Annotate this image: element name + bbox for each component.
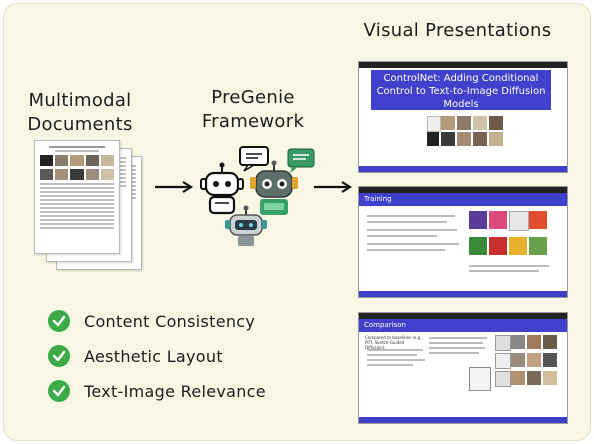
robot-gray [225, 205, 267, 246]
arrow-right-icon [155, 181, 194, 193]
slide3-title: Comparison [359, 319, 567, 332]
check-circle-icon [48, 310, 70, 332]
criterion-label: Content Consistency [84, 311, 256, 331]
slide-title-page: ControlNet: Adding Conditional Control t… [358, 61, 568, 173]
criterion-text-image-relevance: Text-Image Relevance [48, 378, 266, 404]
chat-bubble-icon [239, 146, 269, 172]
robot-outline [200, 162, 244, 215]
slide-comparison: Comparison Compared to baselines (e.g., … [358, 312, 568, 424]
slide1-title: ControlNet: Adding Conditional Control t… [371, 70, 551, 110]
robot-icon [200, 146, 315, 246]
document-stack-icon [32, 138, 142, 270]
criterion-label: Text-Image Relevance [84, 381, 266, 401]
slide3-left-heading: Compared to baselines (e.g., PITI, Sketc… [365, 335, 423, 350]
criterion-content-consistency: Content Consistency [48, 308, 255, 334]
chat-bubble-icon [287, 148, 315, 173]
multimodal-documents-title: Multimodal Documents [27, 90, 133, 135]
criterion-label: Aesthetic Layout [84, 346, 223, 366]
check-circle-icon [48, 380, 70, 402]
visual-presentations-title: Visual Presentations [363, 20, 552, 41]
robot-green [250, 160, 298, 215]
slide-training: Training [358, 186, 568, 298]
document-image-row [40, 155, 115, 166]
criterion-aesthetic-layout: Aesthetic Layout [48, 343, 223, 369]
document-page-front [34, 140, 120, 254]
check-circle-icon [48, 345, 70, 367]
pregenie-framework-title: PreGenie Framework [201, 87, 305, 132]
arrow-right-icon [314, 181, 353, 193]
slide2-title: Training [359, 193, 567, 206]
